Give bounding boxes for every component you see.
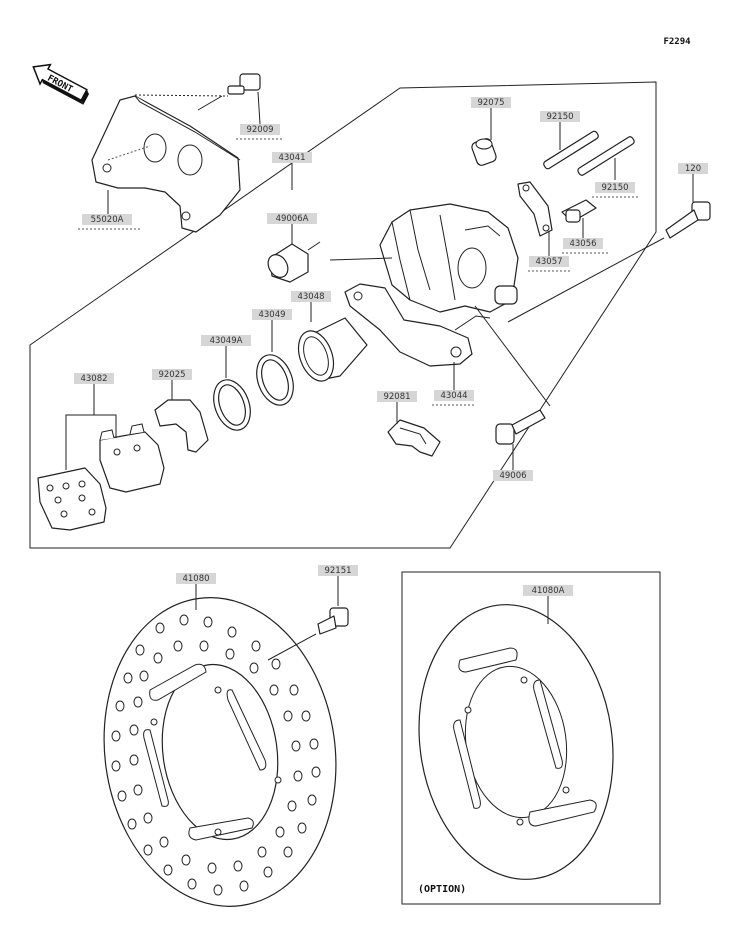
part-label-43082[interactable]: 43082	[74, 373, 114, 384]
svg-text:43057: 43057	[535, 257, 562, 267]
svg-text:49006: 49006	[499, 471, 526, 481]
part-label-43049A[interactable]: 43049A	[201, 335, 251, 346]
caliper-support-bracket	[344, 283, 491, 367]
svg-text:92075: 92075	[477, 98, 504, 108]
diagram-code: F2294	[663, 37, 691, 47]
option-box	[401, 571, 661, 905]
bolt-92009	[197, 73, 261, 111]
caliper-bracket	[91, 94, 241, 233]
svg-text:55020A: 55020A	[91, 215, 124, 225]
svg-text:43049A: 43049A	[210, 336, 243, 346]
svg-text:92150: 92150	[546, 112, 573, 122]
svg-text:92009: 92009	[246, 125, 273, 135]
part-label-43057[interactable]: 43057	[529, 256, 569, 267]
front-arrow-icon: FRONT	[32, 63, 89, 105]
svg-text:92025: 92025	[158, 370, 185, 380]
part-label-92151[interactable]: 92151	[318, 565, 358, 576]
part-label-92009[interactable]: 92009	[240, 124, 280, 135]
part-label-49006[interactable]: 49006	[493, 470, 533, 481]
part-label-43049[interactable]: 43049	[252, 309, 292, 320]
svg-text:120: 120	[685, 164, 701, 174]
brake-pad-rear	[37, 467, 107, 531]
bracket-link-43057	[517, 181, 553, 237]
part-label-92081[interactable]: 92081	[377, 391, 417, 402]
bleeder-cap	[471, 138, 497, 166]
part-label-43044[interactable]: 43044	[434, 390, 474, 401]
part-label-49006A[interactable]: 49006A	[267, 213, 317, 224]
svg-text:41080: 41080	[182, 574, 209, 584]
part-label-41080A[interactable]: 41080A	[523, 585, 573, 596]
brake-pad-front	[99, 423, 165, 493]
svg-text:92081: 92081	[383, 392, 410, 402]
svg-text:43049: 43049	[258, 310, 285, 320]
bolt-120	[507, 201, 711, 323]
part-label-41080[interactable]: 41080	[176, 573, 216, 584]
boot-49006A	[267, 241, 321, 283]
svg-text:43041: 43041	[278, 153, 305, 163]
part-label-43041[interactable]: 43041	[272, 152, 312, 163]
part-label-43056[interactable]: 43056	[563, 238, 603, 249]
svg-text:49006A: 49006A	[276, 214, 309, 224]
part-label-92150-upper[interactable]: 92150	[540, 111, 580, 122]
svg-text:43044: 43044	[440, 391, 467, 401]
brake-disc	[103, 597, 337, 907]
part-label-92150-lower[interactable]: 92150	[595, 182, 635, 193]
caliper-assembly-outline	[29, 81, 657, 549]
svg-text:43082: 43082	[80, 374, 107, 384]
optional-brake-disc	[418, 604, 614, 880]
part-label-43048[interactable]: 43048	[291, 291, 331, 302]
part-label-92025[interactable]: 92025	[152, 369, 192, 380]
bolt-92151	[267, 607, 349, 661]
svg-text:43048: 43048	[297, 292, 324, 302]
svg-text:92150: 92150	[601, 183, 628, 193]
option-label: (OPTION)	[418, 884, 466, 895]
slide-pin	[474, 305, 551, 445]
pad-pin-lower	[577, 136, 635, 176]
caliper-body	[379, 203, 519, 313]
pad-pin-plate	[387, 419, 441, 457]
part-label-92075[interactable]: 92075	[471, 97, 511, 108]
piston-seal	[256, 354, 294, 406]
pad-pin-upper	[543, 130, 599, 170]
svg-text:41080A: 41080A	[532, 586, 565, 596]
caliper-piston	[297, 317, 368, 382]
bleeder-valve	[561, 199, 597, 223]
part-label-120[interactable]: 120	[678, 163, 708, 174]
pad-spring	[154, 388, 209, 453]
svg-text:43056: 43056	[569, 239, 596, 249]
svg-text:92151: 92151	[324, 566, 351, 576]
part-label-55020A[interactable]: 55020A	[82, 214, 132, 225]
dust-seal	[213, 379, 251, 431]
